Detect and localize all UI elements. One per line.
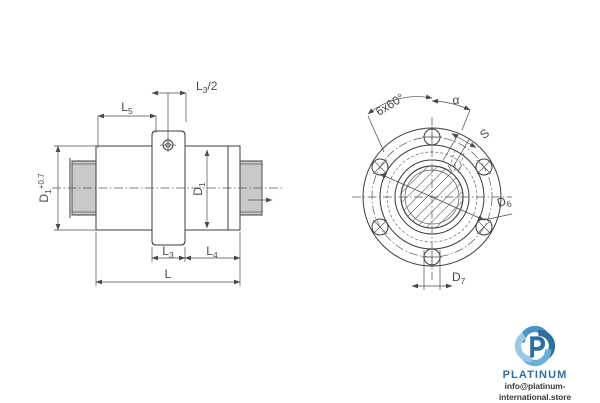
brand-wordmark: PLATINUM [502,369,568,381]
s-hidden-1 [448,149,456,171]
dim-label-d6: D6 [495,192,513,211]
s-ext-left [442,132,460,161]
bolt-pattern-leader [367,115,385,153]
d6-dim-line [379,173,485,221]
dim-label-bolt-pattern: 6x60° [373,90,407,118]
bolt-hole-ur-x2 [476,159,492,175]
s-dim-group [442,132,477,167]
dim-label-d1-bore: D1 [191,182,207,196]
bolt-pattern-arc [367,94,433,115]
platinum-p-circle-logo-icon [514,325,556,367]
dim-label-l4: L4 [206,244,218,260]
dim-label-d1-tolerance: D1+0.7 [37,173,53,203]
d6-leader [483,213,513,221]
side-section-view [52,130,282,246]
alpha-arc [431,98,471,111]
bolt-hole-lr-x2 [476,219,492,235]
dim-label-l-total: L [165,267,172,281]
bolt-hole-ll-x2 [372,219,388,235]
bolt-hole-ul-x2 [372,159,388,175]
s-ext-right [453,138,470,167]
side-view-dimensions: D1+0.7 L5 L3/2 D1 L3 L4 [37,79,241,286]
s-dim-line [451,133,477,148]
brand-email: info@platinum-international.store [498,381,572,402]
alpha-leader [461,109,471,131]
s-hidden-2 [457,152,465,174]
dim-label-alpha: α [453,93,460,107]
dim-label-d7: D7 [452,270,466,286]
brand-watermark: PLATINUM info@platinum-international.sto… [474,322,596,402]
front-flange-view [352,117,512,280]
dim-label-l3-half: L3/2 [196,79,218,95]
dim-label-s: S [477,126,492,142]
dim-label-l5: L5 [121,100,133,116]
dim-label-l3: L3 [162,244,174,260]
